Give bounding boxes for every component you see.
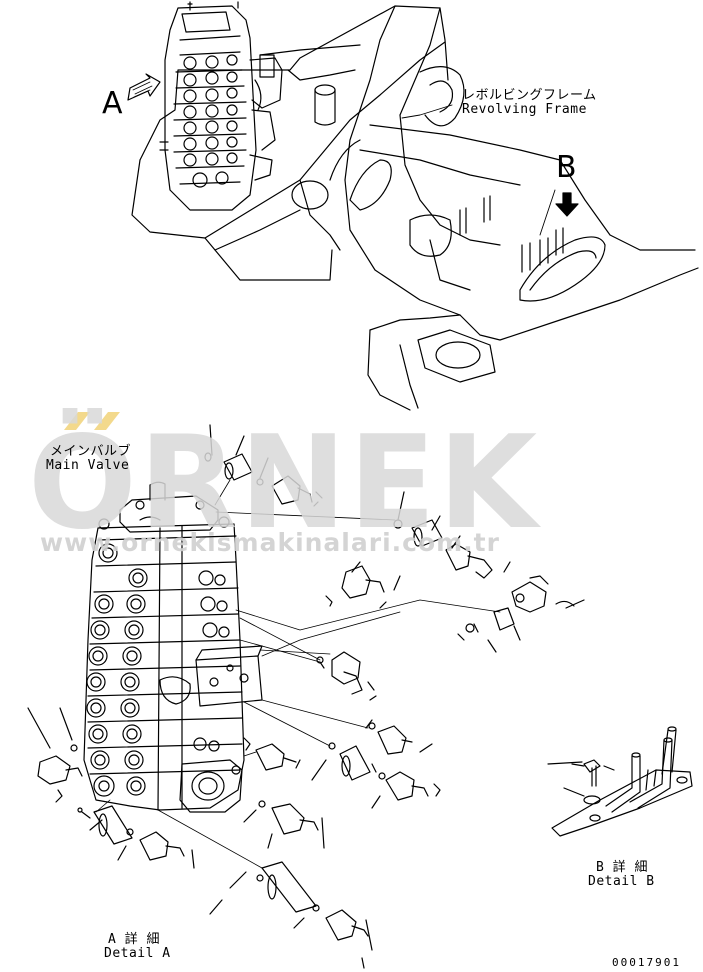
label-revolving-frame-jp: レボルビングフレーム <box>462 88 597 103</box>
view-arrow-a <box>127 73 161 101</box>
label-main-valve-jp: メインバルブ <box>50 444 132 459</box>
main-valve-top-view <box>159 1 283 211</box>
view-arrow-b[interactable] <box>555 192 579 217</box>
label-detail-b-en: Detail B <box>588 874 655 889</box>
watermark-url: www.ornekismakinalari.com.tr <box>40 528 500 557</box>
label-detail-b-jp: B 詳 細 <box>596 860 648 875</box>
label-revolving-frame-en: Revolving Frame <box>462 102 587 117</box>
label-detail-a-jp: A 詳 細 <box>108 932 160 947</box>
detail-b-drawing <box>547 726 693 837</box>
fittings-group <box>27 424 585 969</box>
leader-lines <box>95 511 501 869</box>
label-view-b: B <box>556 150 578 185</box>
label-main-valve-en: Main Valve <box>46 458 130 473</box>
watermark-accent-icon <box>64 412 120 430</box>
revolving-frame-drawing <box>131 5 699 411</box>
label-detail-a-en: Detail A <box>104 946 171 961</box>
label-view-a: A <box>102 86 124 121</box>
watermark-brand: ÖRNEK <box>28 409 540 558</box>
drawing-number: 00017901 <box>612 956 681 969</box>
